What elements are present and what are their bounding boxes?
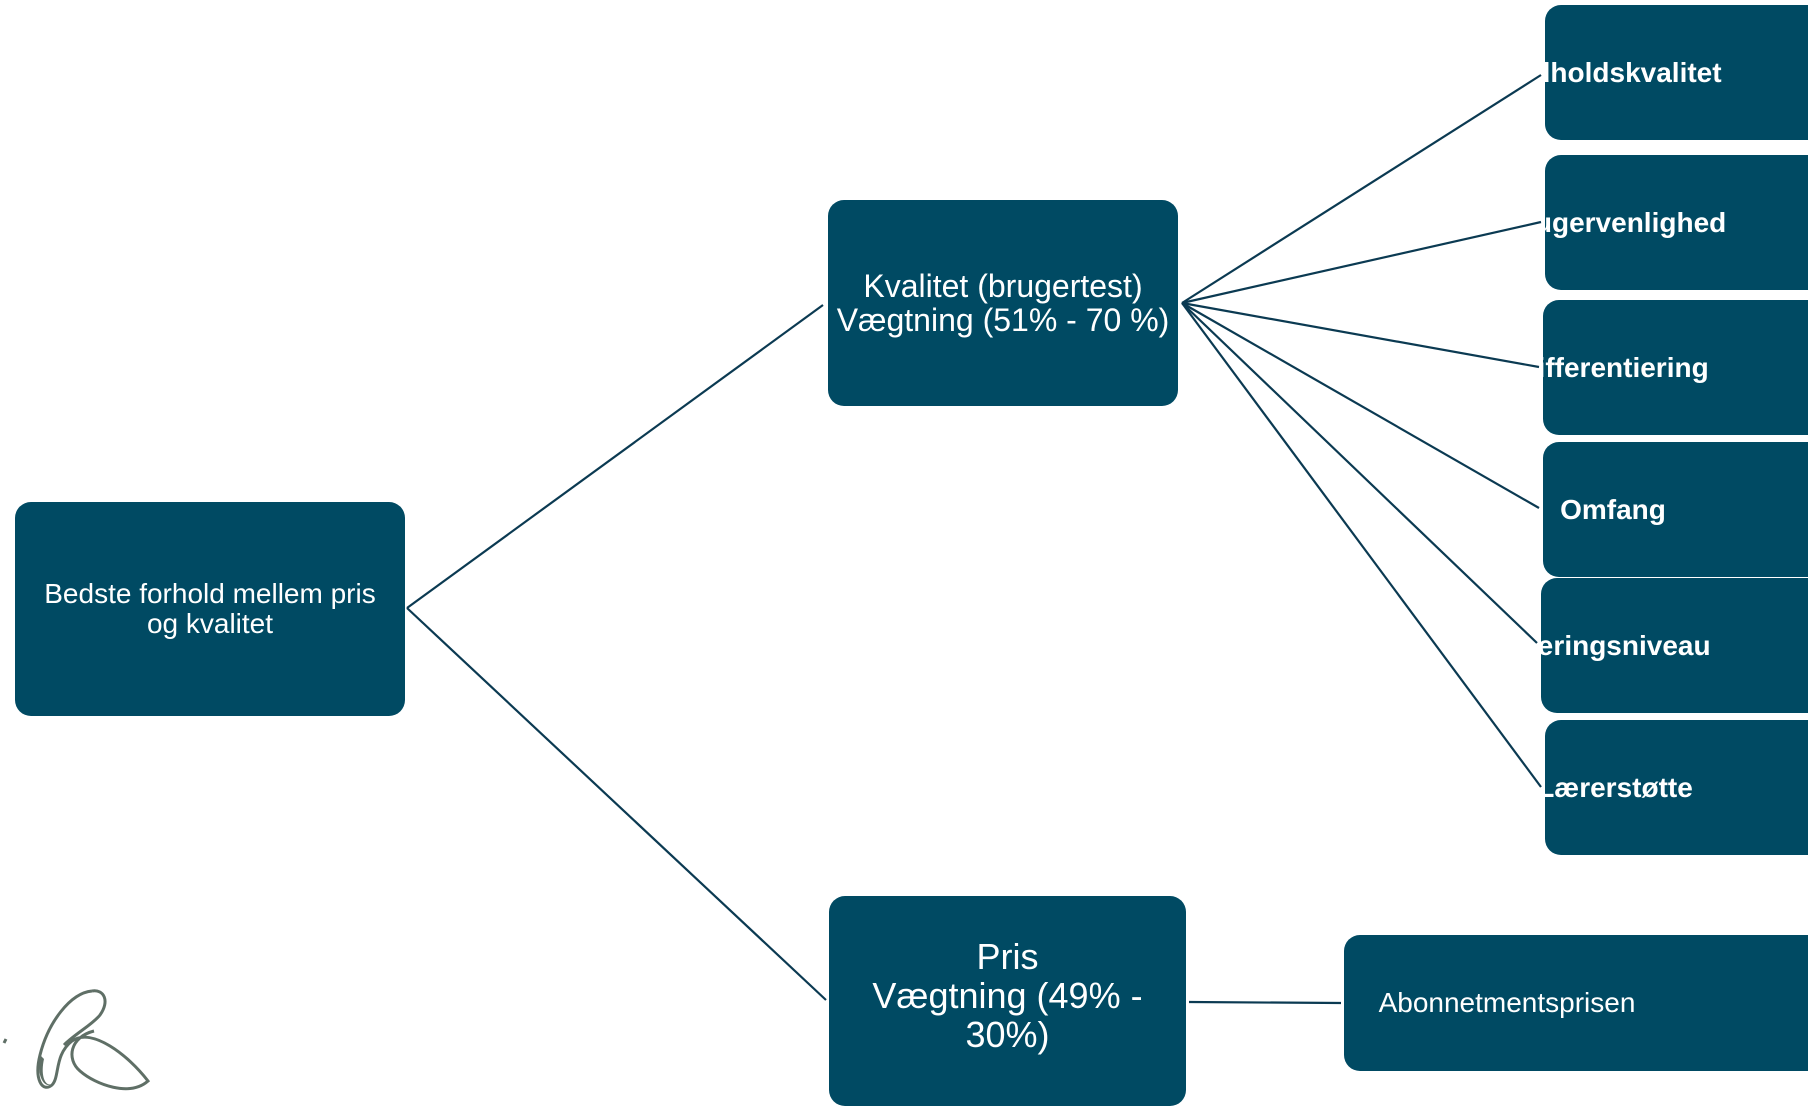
- criterion-label: Differentiering: [1543, 351, 1709, 383]
- criterion-node: Læringsniveau: [1541, 578, 1808, 713]
- connector-quality-c6: [1181, 302, 1542, 788]
- root-label: Bedste forhold mellem pris og kvalitet: [44, 578, 376, 639]
- price-node: Pris Vægtning (49% - 30%): [829, 896, 1186, 1106]
- connector-price-sub: [1188, 1000, 1342, 1005]
- quality-label: Kvalitet (brugertest): [863, 268, 1143, 304]
- criterion-node: Brugervenlighed: [1545, 155, 1808, 290]
- quality-node: Kvalitet (brugertest) Vægtning (51% - 70…: [828, 200, 1178, 406]
- connector-quality-c3: [1181, 301, 1540, 369]
- criterion-label: Læringsniveau: [1541, 629, 1711, 661]
- connector-quality-c4: [1181, 302, 1540, 509]
- criterion-node: Lærerstøtte: [1545, 720, 1808, 855]
- connector-root-price: [406, 607, 827, 1001]
- criterion-node: Omfang: [1543, 442, 1808, 577]
- criterion-label: Omfang: [1560, 493, 1666, 525]
- connector-quality-c2: [1181, 220, 1542, 305]
- criterion-label: Lærerstøtte: [1545, 771, 1693, 803]
- criterion-label: Brugervenlighed: [1545, 206, 1727, 238]
- connector-quality-c5: [1181, 302, 1538, 644]
- criterion-label: Indholdskvalitet: [1545, 56, 1722, 88]
- quality-weight: Vægtning (51% - 70 %): [836, 302, 1170, 338]
- root-node: Bedste forhold mellem pris og kvalitet: [15, 502, 405, 716]
- connector-root-quality: [406, 304, 824, 609]
- swirl-logo-icon: [2, 989, 151, 1091]
- criterion-node: Indholdskvalitet: [1545, 5, 1808, 140]
- price-sub-node: Abonnetmentsprisen: [1344, 935, 1808, 1071]
- connector-quality-c1: [1181, 74, 1542, 304]
- price-sub-label: Abonnetmentsprisen: [1378, 987, 1636, 1018]
- price-label: Pris Vægtning (49% - 30%): [872, 935, 1143, 1055]
- criterion-node: Differentiering: [1543, 300, 1808, 435]
